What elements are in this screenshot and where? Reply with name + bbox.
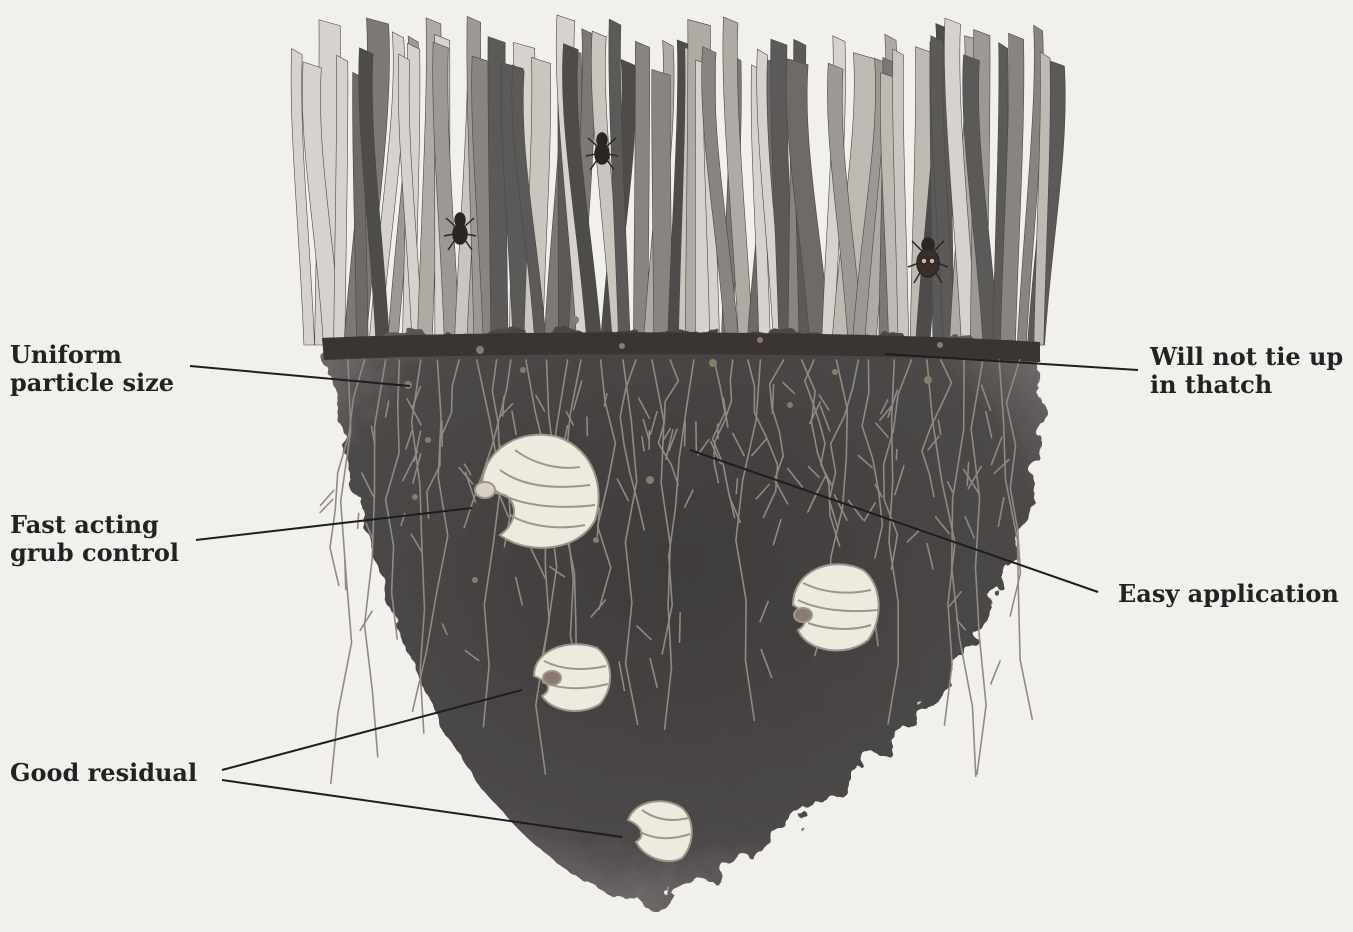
label-uniform-particle-size: Uniform particle size	[10, 341, 174, 397]
label-line: Good residual	[10, 759, 197, 787]
label-line: Will not tie up	[1150, 343, 1343, 371]
label-easy-application: Easy application	[1118, 580, 1339, 608]
root-branch	[320, 500, 333, 513]
label-line: Fast acting	[10, 511, 179, 539]
root-branch	[685, 422, 686, 447]
label-fast-acting-grub-control: Fast acting grub control	[10, 511, 179, 567]
label-line: in thatch	[1150, 371, 1343, 399]
root-branch	[345, 561, 346, 590]
root-branch	[896, 450, 897, 460]
label-line: Uniform	[10, 341, 174, 369]
label-line: Easy application	[1118, 580, 1339, 608]
label-line: grub control	[10, 539, 179, 567]
root-branch	[991, 661, 1000, 684]
root-branch	[680, 613, 681, 643]
root-branch	[320, 490, 333, 505]
label-will-not-tie-up-in-thatch: Will not tie up in thatch	[1150, 343, 1343, 399]
grass-blades	[291, 15, 1065, 345]
label-line: particle size	[10, 369, 174, 397]
label-good-residual: Good residual	[10, 759, 197, 787]
